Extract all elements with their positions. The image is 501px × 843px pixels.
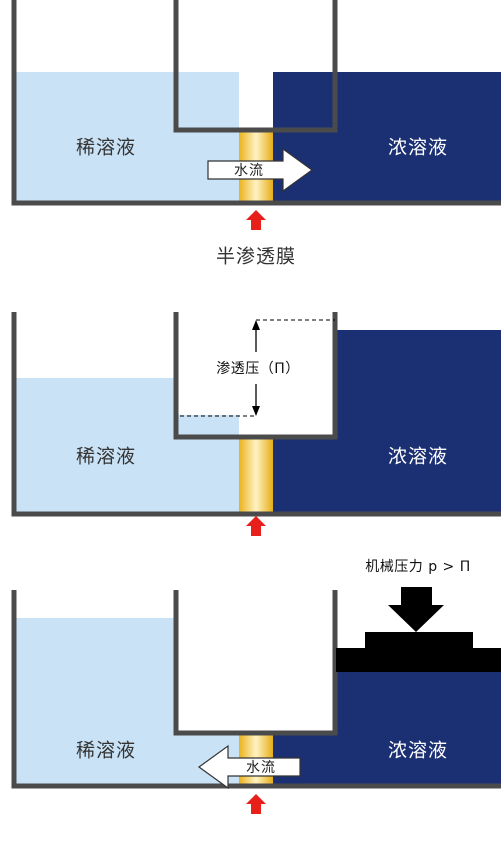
panel-3: [11, 587, 501, 814]
panel-2: [11, 312, 501, 536]
container-wall-2: [11, 312, 501, 517]
tube-inner-3: [178, 590, 333, 733]
dilute-solution-label-2: 稀溶液: [75, 445, 137, 468]
concentrated-solution-label-2: 浓溶液: [387, 445, 449, 468]
membrane-indicator-3: [246, 794, 266, 814]
concentrated-gap-1: [335, 72, 501, 203]
water-flow-label-3: 水流: [246, 760, 276, 776]
dilute-solution-label-1: 稀溶液: [75, 136, 137, 159]
osmotic-arrow-down-head: [252, 406, 260, 416]
concentrated-tube-3: [335, 672, 501, 720]
pressure-arrow: [388, 587, 444, 632]
osmotic-arrow-up-head: [252, 320, 260, 330]
piston: [336, 632, 501, 672]
membrane-caption: 半渗透膜: [215, 245, 297, 268]
membrane-indicator-1: [246, 210, 266, 230]
semipermeable-membrane-2: [239, 437, 273, 514]
tube-water-2: [178, 415, 239, 437]
water-flow-arrow-left: [197, 744, 301, 790]
concentrated-solution-label-3: 浓溶液: [387, 739, 449, 762]
dilute-solution-label-3: 稀溶液: [75, 739, 137, 762]
container-wall-3: [11, 590, 501, 789]
dilute-solution-1: [14, 72, 239, 203]
container-wall-1: [11, 0, 501, 206]
panel-1: [11, 0, 501, 230]
membrane-indicator-2: [246, 516, 266, 536]
concentrated-solution-label-1: 浓溶液: [387, 136, 449, 159]
osmotic-pressure-label: 渗透压（Π）: [214, 358, 302, 378]
mechanical-pressure-label: 机械压力 p > Π: [365, 559, 471, 575]
water-flow-label-1: 水流: [234, 163, 264, 179]
water-flow-arrow-right: [207, 147, 314, 193]
